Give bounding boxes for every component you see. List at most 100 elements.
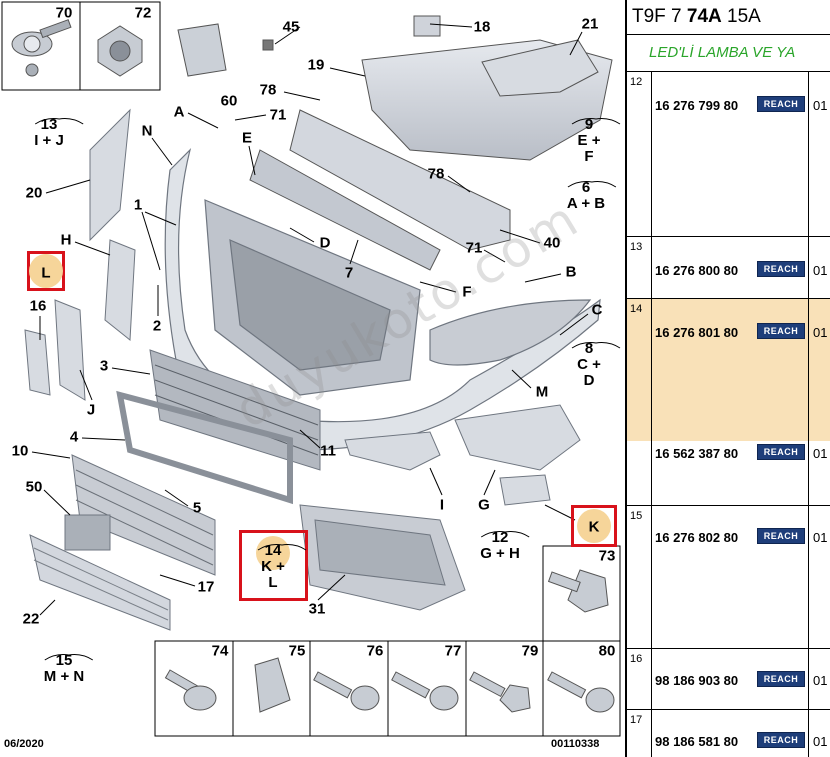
callout-label: I <box>439 496 445 514</box>
lamp-trims-shape <box>24 108 581 506</box>
quantity: 01 <box>813 325 828 340</box>
reference-code: T9F 7 74A 15A <box>627 0 830 35</box>
reach-badge: REACH <box>757 261 805 277</box>
callout-label: 45 <box>282 18 300 36</box>
position-number: 13 <box>630 241 643 253</box>
callout-label: D <box>319 234 331 252</box>
callout-label: B <box>565 263 577 281</box>
bumper-shell-shape <box>164 148 601 451</box>
callout-label: G <box>478 496 490 514</box>
callout-label: 5 <box>192 499 202 517</box>
diagram-drawing <box>1 1 621 737</box>
box-label-77: 77 <box>444 642 462 660</box>
callout-label: H <box>60 231 72 249</box>
position-number: 14 <box>630 303 643 315</box>
group-callout: 15 M + N <box>44 653 94 685</box>
position-number: 12 <box>630 76 643 88</box>
footer-code: 00110338 <box>551 738 600 750</box>
subtitle: LED'Lİ LAMBA VE YA <box>627 35 830 72</box>
callout-label: 71 <box>465 239 483 257</box>
bracket-60-shape <box>177 23 274 77</box>
part-row[interactable]: 17 98 186 581 80 REACH 01 <box>627 710 830 757</box>
callout-label: 50 <box>25 478 43 496</box>
box-label-73: 73 <box>598 547 616 565</box>
parts-diagram: duyukoto.com 70 72 73 74 75 76 77 79 80 … <box>1 1 621 750</box>
reach-badge: REACH <box>757 96 805 112</box>
reach-badge: REACH <box>757 323 805 339</box>
callout-label: N <box>141 122 153 140</box>
part-row-highlighted[interactable]: 14 16 276 801 80 REACH 01 <box>627 299 830 441</box>
highlight-box-K: K <box>571 505 617 547</box>
part-number: 98 186 903 80 <box>655 673 739 688</box>
box-label-72: 72 <box>134 4 152 22</box>
callout-label: F <box>462 283 472 301</box>
part-number: 16 276 802 80 <box>655 530 739 545</box>
part-row[interactable]: 16 562 387 80 REACH 01 <box>627 441 830 506</box>
callout-label: 3 <box>99 357 109 375</box>
screw-70-shape <box>11 19 72 77</box>
part-number: 16 276 801 80 <box>655 325 739 340</box>
frame-4-shape <box>116 390 293 505</box>
group-callout: 9 E + F <box>571 117 621 165</box>
reach-badge: REACH <box>757 528 805 544</box>
grille-3-shape <box>149 349 321 471</box>
reach-badge: REACH <box>757 671 805 687</box>
parts-list-panel: T9F 7 74A 15A LED'Lİ LAMBA VE YA 12 16 2… <box>625 0 830 757</box>
callout-label: 1 <box>133 196 143 214</box>
callout-label: C <box>591 301 603 319</box>
upper-beam-shape <box>361 15 613 161</box>
highlight-group-14: 14 K + L <box>257 543 307 591</box>
quantity: 01 <box>813 446 828 461</box>
quantity: 01 <box>813 263 828 278</box>
quantity: 01 <box>813 673 828 688</box>
absorber-beam-shape <box>249 109 511 271</box>
callout-label: 17 <box>197 578 215 596</box>
part-row[interactable]: 15 16 276 802 80 REACH 01 <box>627 506 830 649</box>
quantity: 01 <box>813 734 828 749</box>
callout-label: 18 <box>473 18 491 36</box>
part-number: 16 276 799 80 <box>655 98 739 113</box>
callout-label: 71 <box>269 106 287 124</box>
callout-label: 11 <box>320 442 336 460</box>
nut-72-shape <box>97 25 143 77</box>
part-row[interactable]: 16 98 186 903 80 REACH 01 <box>627 649 830 710</box>
callout-label: J <box>86 401 96 419</box>
callout-label: M <box>535 383 549 401</box>
duct-31-shape <box>299 504 466 611</box>
part-number: 16 276 800 80 <box>655 263 739 278</box>
position-number <box>627 441 651 445</box>
part-row[interactable]: 13 16 276 800 80 REACH 01 <box>627 237 830 299</box>
callout-label: A <box>173 103 185 121</box>
callout-label: 40 <box>543 234 561 252</box>
footer-date: 06/2020 <box>4 738 44 750</box>
callout-label: 22 <box>22 610 40 628</box>
reach-badge: REACH <box>757 444 805 460</box>
part-row[interactable]: 12 16 276 799 80 REACH 01 <box>627 72 830 237</box>
position-number: 17 <box>630 714 643 726</box>
callout-label: 19 <box>307 56 325 74</box>
reach-badge: REACH <box>757 732 805 748</box>
callout-label: 31 <box>308 600 326 618</box>
callout-label: 16 <box>29 297 47 315</box>
callout-label: 21 <box>581 15 599 33</box>
highlight-disc <box>577 509 611 543</box>
callout-label: 4 <box>69 428 79 446</box>
box-label-79: 79 <box>521 642 539 660</box>
callout-label: 20 <box>25 184 43 202</box>
group-callout: 6 A + B <box>567 180 617 212</box>
callout-label: 78 <box>427 165 445 183</box>
highlight-box-L: L <box>27 251 65 291</box>
box-label-70: 70 <box>55 4 73 22</box>
position-number: 16 <box>630 653 643 665</box>
box-label-75: 75 <box>288 642 306 660</box>
group-callout: 8 C + D <box>571 341 621 389</box>
group-callout: 13 I + J <box>34 117 84 149</box>
highlight-box-14: 14 K + L <box>239 530 308 601</box>
part-number: 16 562 387 80 <box>655 446 739 461</box>
hardware-screws-shape <box>164 569 615 713</box>
group-callout: 12 G + H <box>480 530 530 562</box>
callout-label: E <box>241 129 253 147</box>
quantity: 01 <box>813 98 828 113</box>
callout-label: 60 <box>220 92 238 110</box>
box-label-74: 74 <box>211 642 229 660</box>
